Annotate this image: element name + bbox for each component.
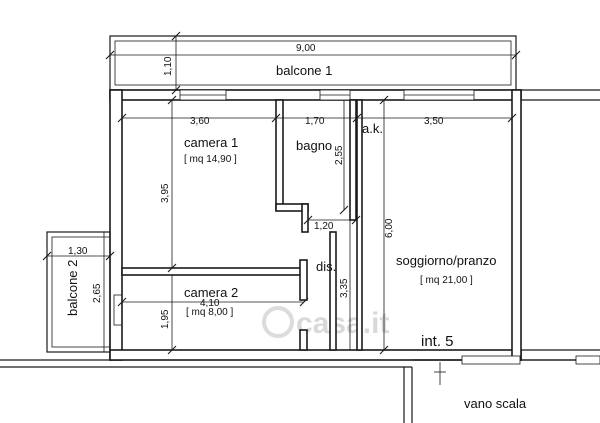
dim-corridor-width: 1,20 <box>314 221 334 232</box>
room-label-camera1: camera 1 <box>184 135 238 150</box>
dim-balcone1-depth: 1,10 <box>163 56 174 76</box>
room-area-soggiorno: [ mq 21,00 ] <box>420 275 473 286</box>
doors <box>113 282 123 326</box>
room-area-camera1: [ mq 14,90 ] <box>184 154 237 165</box>
room-label-vano-scala: vano scala <box>464 396 527 411</box>
dim-bagno-depth: 2,55 <box>334 145 345 165</box>
exterior-walls <box>109 89 522 361</box>
watermark-text: casa.it <box>296 307 389 340</box>
room-label-soggiorno: soggiorno/pranzo <box>396 253 496 268</box>
windows-top <box>179 89 475 101</box>
dim-camera2-depth: 1,95 <box>160 309 171 329</box>
unit-label: int. 5 <box>421 333 454 350</box>
room-label-ak: a.k. <box>362 121 383 136</box>
room-label-dis: dis. <box>316 259 336 274</box>
balcone-2-outline <box>46 231 111 353</box>
dim-dis-length: 3,35 <box>339 278 350 298</box>
dim-soggiorno-depth: 6,00 <box>384 218 395 238</box>
lower-walls <box>0 355 600 423</box>
dim-soggiorno-width: 3,50 <box>424 116 444 127</box>
room-label-camera2: camera 2 <box>184 285 238 300</box>
dim-camera2-width: 4,10 <box>200 298 220 309</box>
room-label-balcone1: balcone 1 <box>276 63 332 78</box>
dim-total-width: 9,00 <box>296 43 316 54</box>
room-label-balcone2: balcone 2 <box>65 260 80 316</box>
dim-balcone2-width: 1,30 <box>68 246 88 257</box>
dimension-lines <box>42 31 521 355</box>
interior-walls <box>121 99 363 351</box>
dim-camera1-width: 3,60 <box>190 116 210 127</box>
room-area-camera2: [ mq 8,00 ] <box>186 307 233 318</box>
dim-balcone2-depth: 2,65 <box>92 283 103 303</box>
room-label-bagno: bagno <box>296 138 332 153</box>
watermark: casa.it <box>262 306 389 340</box>
dim-bagno-width: 1,70 <box>305 116 325 127</box>
adjacent-walls-right <box>521 89 600 361</box>
dim-camera1-depth: 3,95 <box>160 183 171 203</box>
